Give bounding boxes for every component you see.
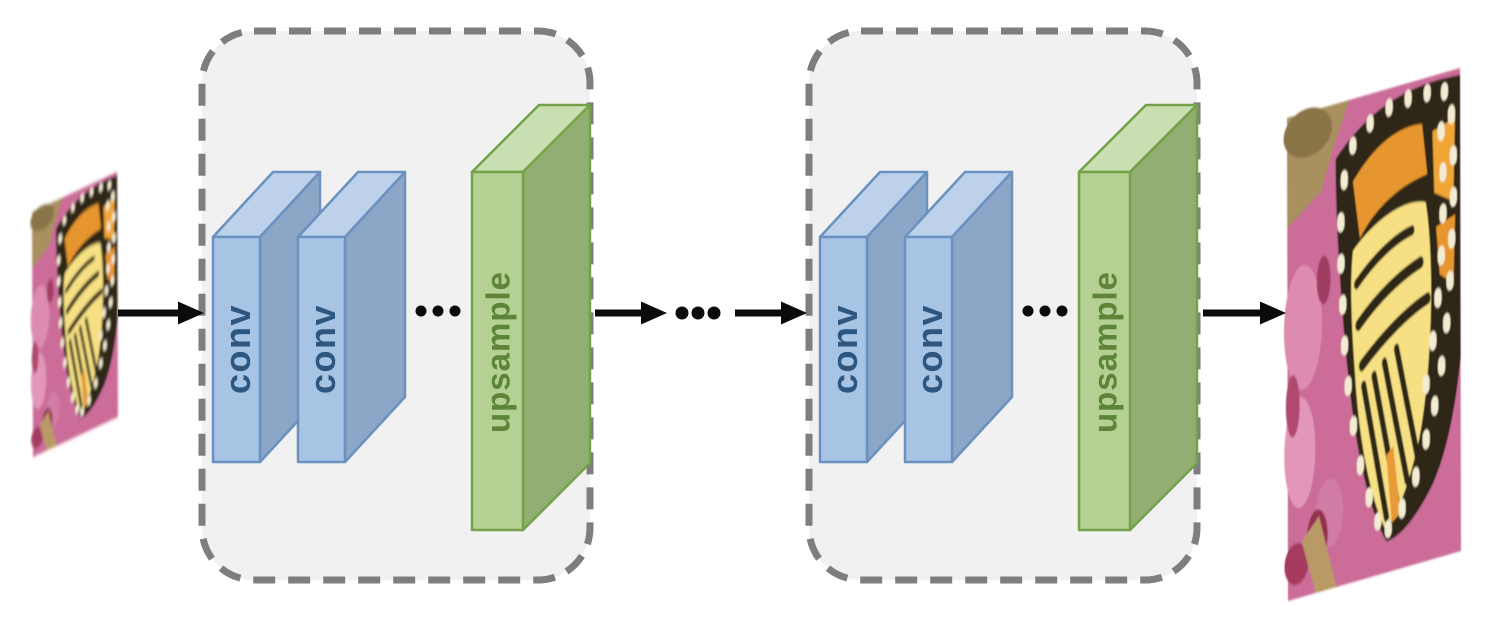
- butterfly-photo-large: [1284, 65, 1461, 602]
- conv-label: conv: [909, 304, 950, 394]
- upsample-label: upsample: [480, 271, 517, 433]
- upsample-block-side-face: [521, 103, 592, 532]
- arrow-icon: [1203, 301, 1286, 325]
- upsample-block: upsample: [470, 103, 592, 532]
- conv-label: conv: [217, 304, 258, 394]
- conv-block-front-face: [296, 235, 347, 464]
- module-2: conv conv upsample: [805, 27, 1201, 584]
- conv-block-front-face: [903, 235, 954, 464]
- conv-label: conv: [824, 304, 865, 394]
- conv-block-front-face: [211, 235, 262, 464]
- upsample-block: upsample: [1077, 103, 1199, 532]
- conv-block-2: conv: [903, 170, 1014, 464]
- upsample-block-side-face: [1128, 103, 1199, 532]
- upsample-block-front-face: [470, 170, 525, 532]
- module-1: conv conv upsample: [198, 27, 594, 584]
- upsample-block-front-face: [1077, 170, 1132, 532]
- conv-block-2: conv: [296, 170, 407, 464]
- ellipsis-icon: [1022, 305, 1068, 317]
- output-image: [1284, 65, 1461, 602]
- arrow-icon: [735, 301, 807, 325]
- ellipsis-icon: [415, 305, 461, 317]
- arrow-icon: [595, 301, 667, 325]
- arrow-icon: [118, 301, 204, 325]
- input-image: [30, 170, 118, 458]
- conv-block-front-face: [818, 235, 869, 464]
- flow-connectors: [118, 301, 1286, 325]
- butterfly-photo-small: [30, 170, 118, 458]
- conv-label: conv: [302, 304, 343, 394]
- ellipsis-icon: [675, 306, 721, 320]
- upsample-label: upsample: [1087, 271, 1124, 433]
